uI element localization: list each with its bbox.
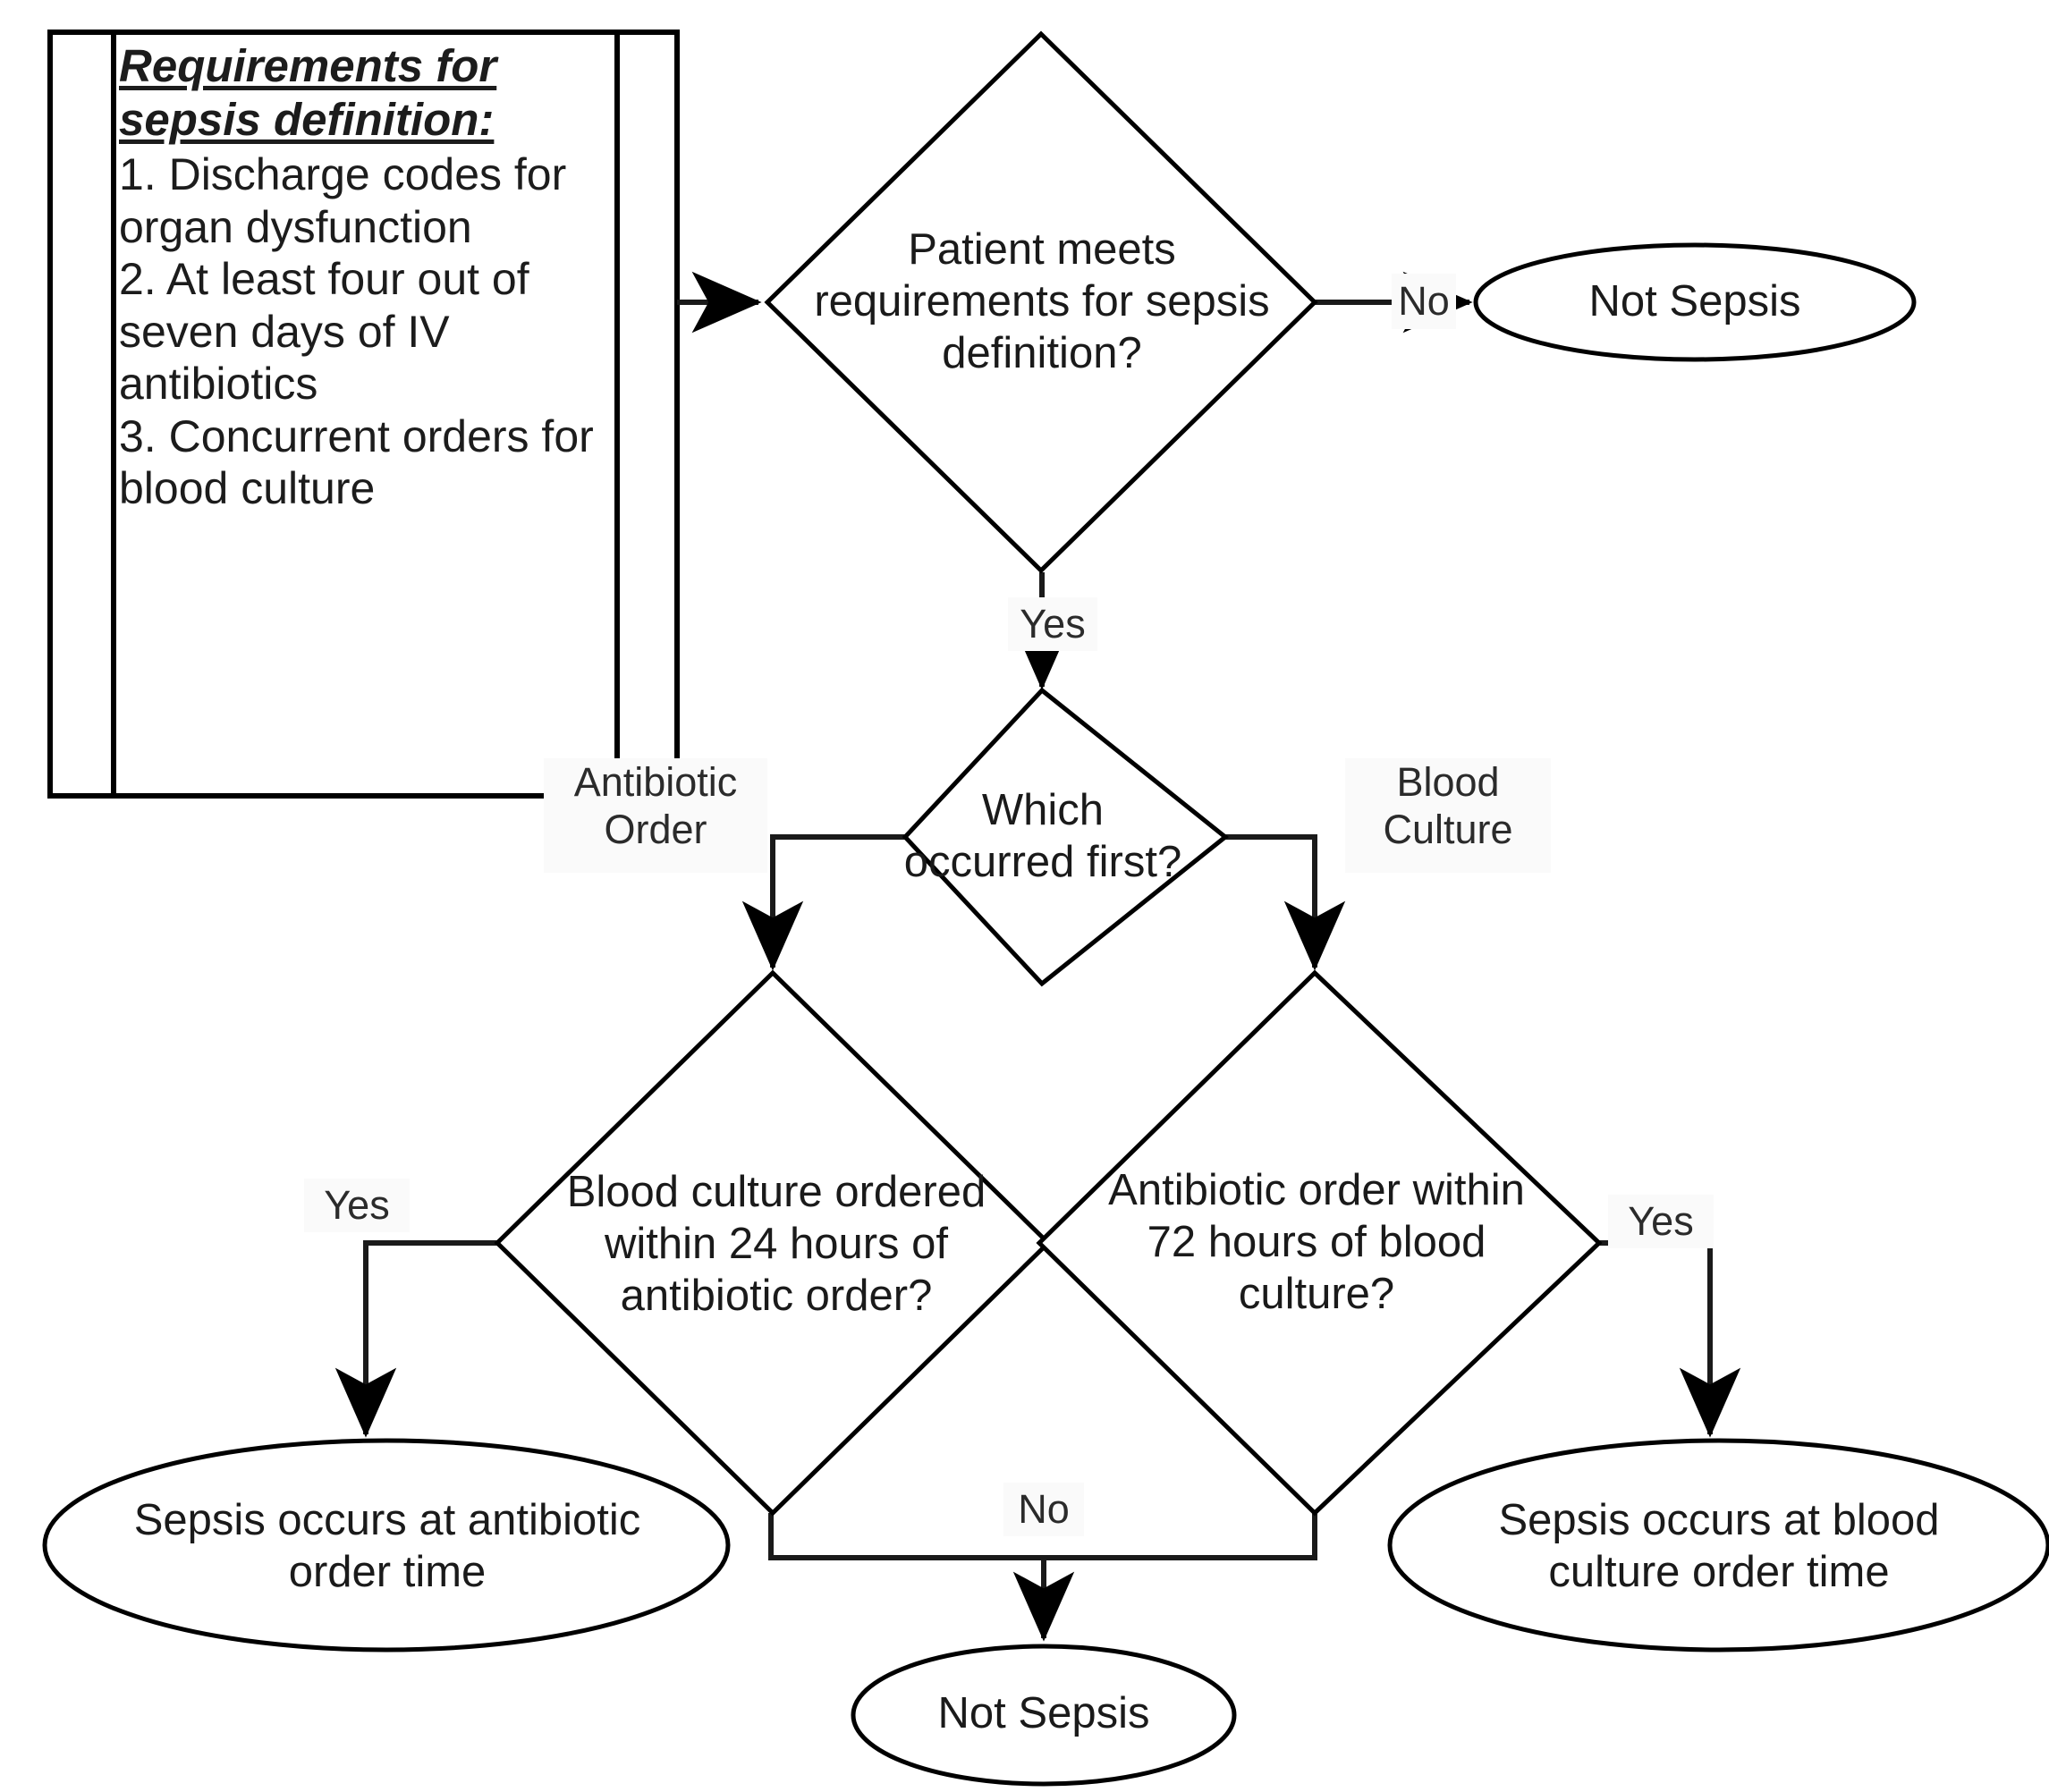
terminator-not-sepsis-top-label: Not Sepsis (1588, 277, 1801, 326)
decision-patient-meets-requirements-label: Patient meets requirements for sepsis de… (814, 225, 1270, 377)
edge-label-d3-yes: Yes (304, 1179, 410, 1232)
edge-label-d4-yes: Yes (1608, 1195, 1714, 1248)
decision-antibiotic-order-within-72-hours-label: Antibiotic order within 72 hours of bloo… (1108, 1166, 1525, 1318)
requirements-list: 1. Discharge codes for organ dysfunction… (119, 149, 594, 514)
terminator-not-sepsis-bottom-label: Not Sepsis (937, 1689, 1150, 1738)
edge-label-d2-antibiotic-order: Antibiotic Order (544, 758, 767, 873)
edge-d2-to-d3 (741, 834, 905, 971)
decision-patient-meets-requirements[interactable] (764, 30, 1318, 574)
terminator-not-sepsis-top[interactable] (1473, 242, 1917, 362)
requirements-box-frame (47, 30, 680, 799)
edge-label-d2-blood-culture: Blood Culture (1345, 758, 1551, 873)
terminator-sepsis-at-blood-culture-order-time-label: Sepsis occurs at blood culture order tim… (1498, 1496, 1940, 1596)
edge-d2-to-d4 (1225, 834, 1346, 971)
decision-blood-culture-within-24-hours-label: Blood culture ordered within 24 hours of… (566, 1168, 986, 1320)
edge-label-d1-yes: Yes (1008, 597, 1097, 651)
edge-d3-yes-to-out-abx (334, 1240, 497, 1438)
terminator-sepsis-at-antibiotic-order-time-label: Sepsis occurs at antibiotic order time (133, 1496, 641, 1596)
requirements-panel: Requirements for sepsis definition: 1. D… (119, 39, 611, 789)
terminator-sepsis-at-antibiotic-order-time[interactable] (42, 1438, 731, 1653)
terminator-not-sepsis-bottom[interactable] (851, 1644, 1237, 1787)
edge-label-merge-no: No (1003, 1483, 1084, 1536)
terminator-sepsis-at-blood-culture-order-time[interactable] (1387, 1438, 2049, 1653)
decision-antibiotic-order-within-72-hours[interactable] (1036, 969, 1603, 1517)
decision-blood-culture-within-24-hours[interactable] (494, 969, 1052, 1517)
edge-label-d1-no: No (1392, 274, 1456, 329)
requirements-heading: Requirements for sepsis definition: (119, 40, 497, 146)
decision-which-occurred-first[interactable] (902, 687, 1230, 987)
decision-which-occurred-first-label: Which occurred first? (903, 786, 1182, 886)
